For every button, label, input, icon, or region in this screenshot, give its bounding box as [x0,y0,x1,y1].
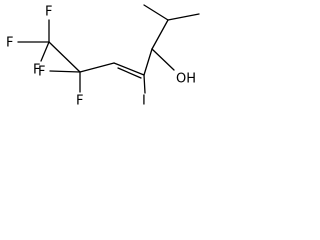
fluorine-label: F [45,5,52,20]
iodine-label: I [142,94,146,109]
fluorine-label: F [33,63,40,78]
fluorine-label: F [38,65,45,80]
bond-double-outer [113,62,145,76]
hydroxyl-label: OH [176,72,196,87]
bond-cf2-ch [79,62,115,73]
bond-ch-methyl-right [167,13,200,21]
atom-labels: F F F F F OH I [6,5,196,109]
bonds [17,4,200,94]
bond-double-inner [117,67,142,79]
fluorine-label: F [6,36,13,51]
fluorine-label: F [76,94,83,109]
bond-cf3-f-bottom [40,41,50,62]
bond-c-oh [151,48,175,71]
bond-choh-ch [151,19,169,50]
bond-c-i [143,74,146,94]
bond-cf2-f-left [49,70,81,73]
bond-c-choh [143,48,153,76]
bond-ch-methyl-left [143,4,169,21]
structural-formula: F F F F F OH I [6,4,200,109]
bond-cf3-cf2 [48,41,81,73]
